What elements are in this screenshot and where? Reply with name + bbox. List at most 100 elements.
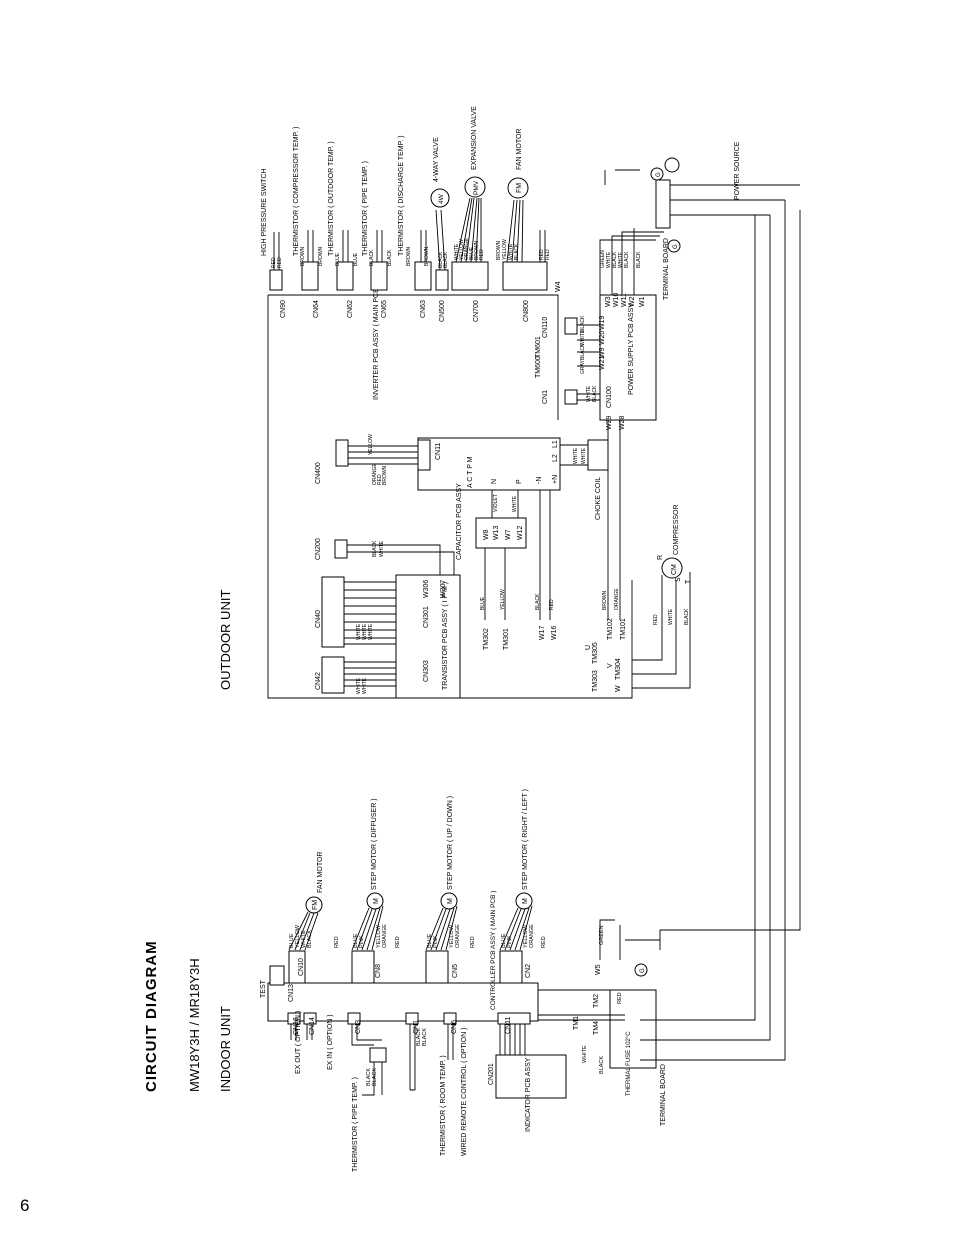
w28-label: W28: [619, 416, 626, 431]
hp-wire-color: RED: [277, 257, 283, 268]
outdoor-sensor-wires: [273, 197, 546, 271]
cn110-block: [564, 317, 578, 335]
cn200-label: CN200: [315, 538, 322, 560]
model-label: MW18Y3H / MR18Y3H: [187, 958, 202, 1092]
cn90-block: [269, 269, 283, 291]
tm601-label: TM601: [535, 336, 542, 358]
ipm-wire-color: BLACK: [535, 593, 541, 610]
cn301-label: CN301: [423, 606, 430, 628]
u-phase-symbol: U: [585, 645, 592, 650]
valve4-4w-symbol: 4W: [438, 193, 445, 204]
cn5-label: CN5: [452, 964, 459, 978]
cn42-label: CN42: [315, 672, 322, 690]
fan-wire-color: BROWN: [496, 240, 502, 260]
pwr-wire-color: BROWN: [602, 590, 608, 610]
compressor-label: COMPRESSOR: [673, 504, 680, 555]
pipe-thermistor-connector: [369, 1047, 387, 1063]
power-supply-pcb-label: POWER SUPPLY PCB ASSY: [628, 303, 635, 395]
pipe-thermistor-wires: [351, 1024, 383, 1096]
cn6-block: [443, 1012, 457, 1025]
outdoor-fm-text: FM: [516, 183, 523, 193]
cn800-block: [502, 261, 548, 291]
diffuser-wire-color: YELLOW: [376, 924, 382, 948]
cn63-block: [414, 261, 432, 291]
rightleft-wire-color: ORANGE: [529, 924, 535, 948]
fan-wire-color: WHITE: [508, 243, 514, 260]
updown-wire-color: ORANGE: [455, 924, 461, 948]
cn1-out-block: [564, 389, 578, 405]
fan-wire-color: RED: [545, 249, 551, 260]
tm4-label: TM4: [593, 1021, 600, 1035]
updown-wire-color: RED: [470, 936, 476, 948]
valve4-symbol: [430, 188, 450, 208]
cn14-block: [303, 1012, 317, 1025]
pipe-thermistor-wire: BLACK: [366, 1068, 372, 1086]
cn65-label: CN65: [381, 300, 388, 318]
capacitor-wires: [484, 490, 551, 620]
indicator-pcb-label: INDICATOR PCB ASSY: [525, 1057, 532, 1132]
transistor-pcb-label: TRANSISTOR PCB ASSY ( I P M ): [442, 582, 449, 690]
tm301-label: TM301: [503, 628, 510, 650]
indoor-unit: CONTROLLER PCB ASSY ( MAIN PCB ) TEST CN…: [260, 789, 667, 1172]
expansion-wire-color: RED: [479, 249, 485, 260]
updown-wire-labels: BLUE PINK YELLOW ORANGE RED: [427, 924, 476, 948]
comp-motor-wire-color: BLACK: [684, 608, 690, 625]
choke-wire-color: WHITE: [581, 447, 587, 464]
valve4-label: 4-WAY VALVE: [433, 137, 440, 182]
diagram-title: CIRCUIT DIAGRAM: [143, 940, 160, 1092]
w20-label: W20: [599, 331, 606, 346]
indoor-main-pcb-label: CONTROLLER PCB ASSY ( MAIN PCB ): [490, 891, 497, 1010]
cn5-block: [425, 950, 449, 984]
outdoor-wire-color: BLUE: [353, 252, 359, 266]
rightleft-wire-labels: BLUE PINK YELLOW ORANGE RED: [501, 924, 547, 948]
actpm-l2-symbol: L2: [552, 454, 559, 462]
cn500-label: CN500: [439, 300, 446, 322]
tm303-label: TM303: [592, 670, 599, 692]
expansion-wire-color: WHITE: [454, 243, 460, 260]
indoor-fan-wire-color: BLUE: [289, 933, 295, 948]
diffuser-m-symbol: M: [373, 898, 380, 904]
room-thermistor-label: THERMISTOR ( ROOM TEMP. ): [440, 1055, 447, 1156]
cn200-wire-color: BLACK: [372, 540, 378, 557]
indoor-fan-wires: [288, 911, 319, 951]
fan-wire-color: RED: [539, 249, 545, 260]
indoor-fan-wire-labels: BLUE YELLOW WHITE BLACK RED: [289, 924, 340, 948]
cn65-block: [370, 261, 388, 291]
indoor-unit-label: INDOOR UNIT: [218, 1006, 233, 1092]
cn3-label: CN3: [355, 1020, 362, 1034]
psu-wire-color: BLACK: [580, 343, 586, 360]
indoor-supply-wire: BLACK: [599, 1056, 605, 1074]
diffuser-wire-color: RED: [395, 936, 401, 948]
actpm-wire-color: ORANGE: [372, 463, 378, 485]
comp-s-symbol: S: [675, 577, 682, 582]
actpm-neg-n-symbol: -N: [536, 477, 543, 484]
outdoor-g-symbol: G: [673, 244, 679, 249]
cn42-block: [321, 656, 345, 694]
actpm-input-wires: [348, 445, 418, 465]
capacitor-pcb-label: CAPACITOR PCB ASSY: [456, 483, 463, 560]
w-phase-symbol: W: [615, 685, 622, 692]
wired-remote-label: WIRED REMOTE CONTROL ( OPTION ): [461, 1028, 468, 1156]
indoor-fan-wire-color: RED: [334, 936, 340, 948]
comp-motor-wire-color: WHITE: [668, 608, 674, 625]
updown-m-symbol: M: [447, 898, 454, 904]
diffuser-wire-color: BLUE: [353, 933, 359, 948]
rightleft-wire-color: RED: [541, 936, 547, 948]
cn40-wire-color: WHITE: [356, 623, 362, 640]
cn14-label: CN14: [309, 1017, 316, 1035]
pipe-wire-color: BLACK: [369, 249, 375, 266]
psu-wire-color: WHITE: [586, 385, 592, 402]
cn10-block: [288, 950, 306, 984]
ipm-wire-color: BLUE: [480, 596, 486, 610]
cn1-label: CN1: [413, 1020, 420, 1034]
th-discharge-label: THERMISTOR ( DISCHARGE TEMP. ): [398, 135, 405, 256]
outdoor-sensor-wire-labels: RED RED BROWN BROWN BLUE BLUE BLACK BLAC…: [271, 238, 551, 268]
cn64-block: [301, 261, 319, 291]
outdoor-fan-label: FAN MOTOR: [516, 129, 523, 170]
capacitor-pcb-box: [475, 517, 527, 549]
cap-wire-color: VIOLET: [493, 494, 499, 512]
updown-wire-color: YELLOW: [449, 924, 455, 948]
thermal-fuse-label: THERMAL FUSE 102°C: [626, 1031, 632, 1096]
th-pipe-label: THERMISTOR ( PIPE TEMP. ): [362, 161, 369, 256]
